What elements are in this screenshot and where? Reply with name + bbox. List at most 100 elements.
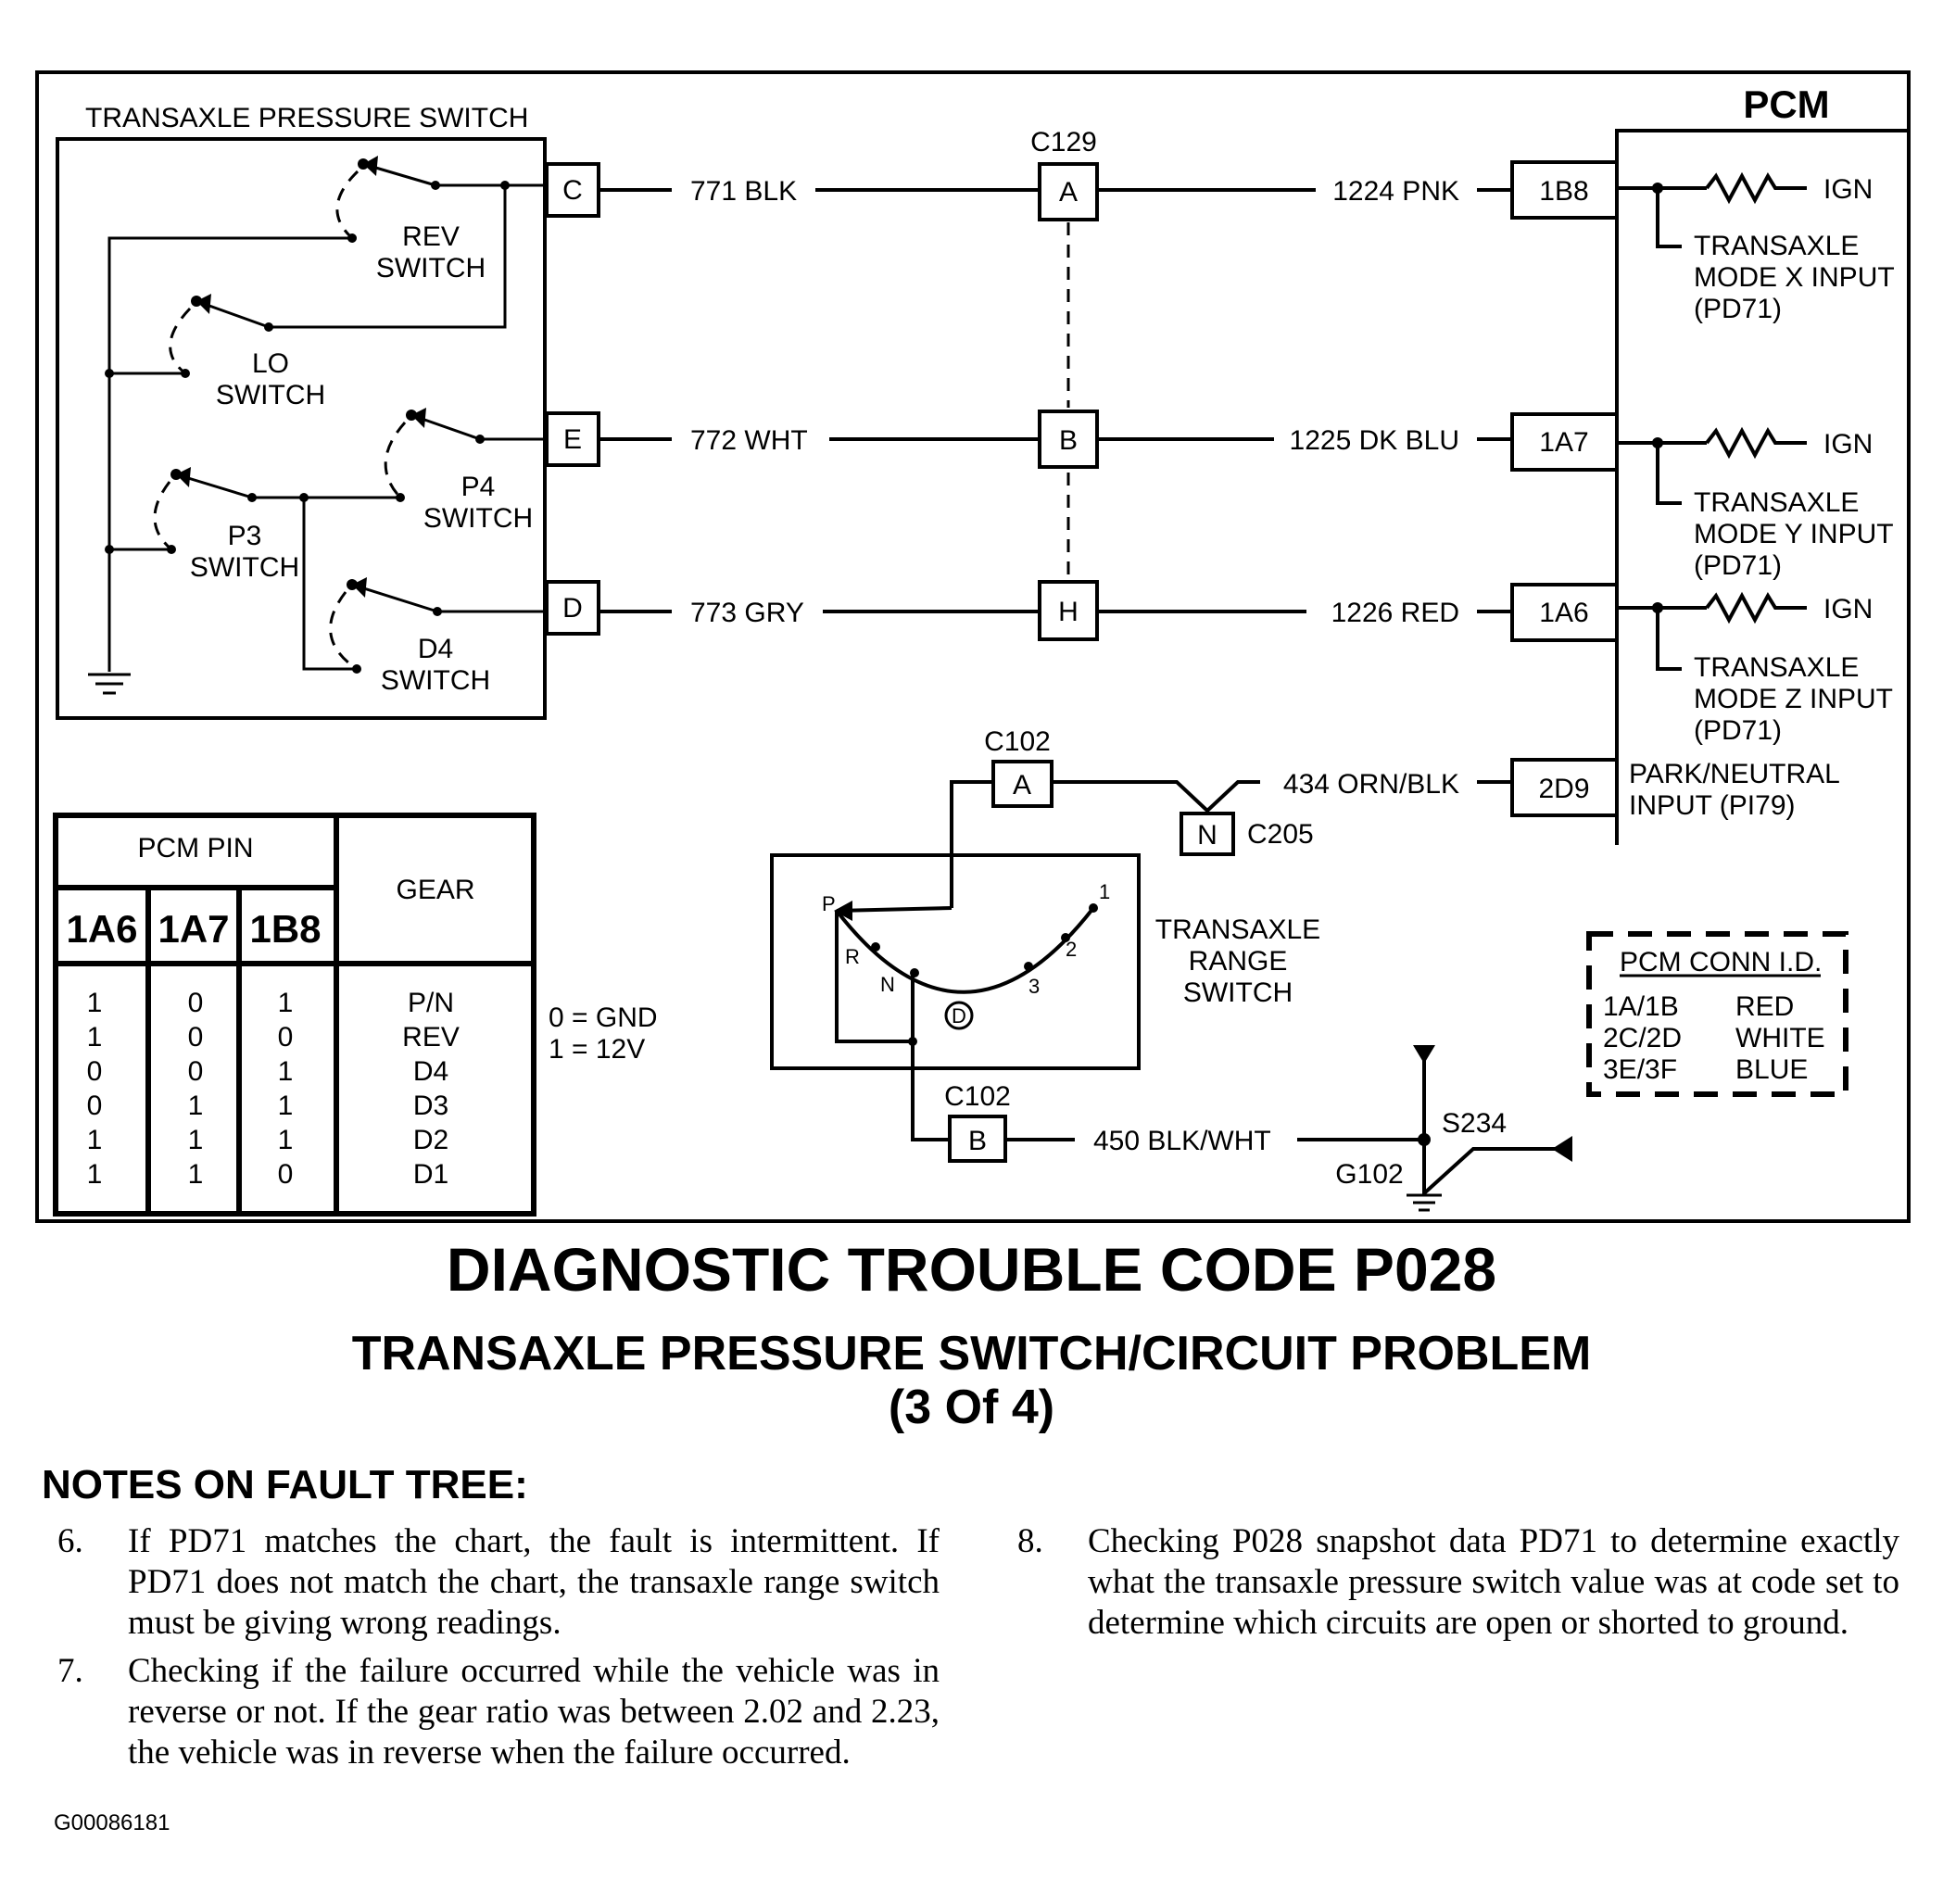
table-col-1a6: 1A6: [66, 907, 137, 951]
svg-text:D: D: [952, 1004, 966, 1028]
input-y-circuit: IGN TRANSAXLE MODE Y INPUT (PD71): [1617, 426, 1894, 581]
p4-switch: P4 SWITCH: [304, 408, 545, 534]
svg-text:D: D: [562, 593, 583, 624]
note-text: Checking if the failure occurred while t…: [128, 1652, 940, 1772]
svg-text:2D9: 2D9: [1538, 774, 1589, 804]
svg-text:C: C: [562, 175, 583, 206]
svg-text:S234: S234: [1442, 1108, 1507, 1139]
svg-text:A: A: [1013, 770, 1031, 801]
c129-pin-a: A: [1038, 162, 1099, 221]
svg-text:RANGE: RANGE: [1189, 946, 1288, 977]
pcm-pin-2d9: 2D9: [1510, 758, 1619, 817]
table-cell: 1: [87, 1159, 103, 1190]
svg-text:WHITE: WHITE: [1735, 1023, 1825, 1053]
pressure-switch-title: TRANSAXLE PRESSURE SWITCH: [85, 103, 528, 133]
table-cell: 1: [278, 1091, 294, 1121]
title-block: DIAGNOSTIC TROUBLE CODE P028 TRANSAXLE P…: [0, 1232, 1943, 1434]
table-gear-cell: D4: [413, 1056, 448, 1087]
table-gear-cell: D2: [413, 1125, 448, 1155]
table-cell: 1: [87, 1022, 103, 1053]
table-cell: 0: [87, 1091, 103, 1121]
svg-text:0 = GND: 0 = GND: [549, 1002, 658, 1033]
voltage-legend: 0 = GND 1 = 12V: [549, 1002, 658, 1065]
svg-text:1A6: 1A6: [1539, 598, 1588, 628]
table-gear-cell: REV: [402, 1022, 460, 1053]
svg-text:N: N: [880, 973, 895, 996]
svg-text:1: 1: [1099, 880, 1110, 903]
page-subtitle: TRANSAXLE PRESSURE SWITCH/CIRCUIT PROBLE…: [351, 1327, 1592, 1381]
svg-text:RED: RED: [1735, 991, 1794, 1022]
connector-c205-label: C205: [1247, 819, 1314, 850]
svg-text:E: E: [563, 424, 582, 455]
svg-text:B: B: [1059, 425, 1078, 456]
svg-text:MODE Z INPUT: MODE Z INPUT: [1694, 684, 1893, 714]
pcm-pin-1a6: 1A6: [1510, 583, 1619, 642]
wire-450-blk-wht: 450 BLK/WHT: [1093, 1126, 1271, 1156]
table-cell: 0: [188, 1056, 204, 1087]
svg-text:R: R: [845, 945, 860, 968]
note-text: Checking P028 snapshot data PD71 to dete…: [1088, 1522, 1899, 1642]
switch-pin-d: D: [545, 580, 600, 636]
svg-text:1B8: 1B8: [1539, 176, 1588, 207]
schematic: TRANSAXLE PRESSURE SWITCH C E D REV SWIT…: [35, 70, 1911, 1223]
wire-1224-pnk: 1224 PNK: [1332, 176, 1459, 207]
switch-pin-e: E: [545, 411, 600, 467]
splice-s234: S234: [1413, 1045, 1572, 1195]
table-cell: 1: [278, 988, 294, 1018]
table-header-gear: GEAR: [396, 875, 474, 905]
svg-text:INPUT (PI79): INPUT (PI79): [1629, 790, 1796, 821]
table-cell: 1: [188, 1091, 204, 1121]
svg-text:SWITCH: SWITCH: [1183, 977, 1293, 1008]
table-cell: 0: [278, 1159, 294, 1190]
range-switch-box: [770, 853, 1141, 1070]
page-subtitle-part: (3 Of 4): [888, 1381, 1055, 1434]
svg-text:LO: LO: [252, 348, 289, 379]
svg-text:BLUE: BLUE: [1735, 1054, 1808, 1085]
wire-771-blk: 771 BLK: [690, 176, 797, 207]
notes-heading: NOTES ON FAULT TREE:: [42, 1462, 528, 1507]
table-cell: 1: [278, 1125, 294, 1155]
connector-c102-bottom-label: C102: [944, 1081, 1011, 1112]
c129-pin-h: H: [1038, 580, 1099, 641]
table-cell: 1: [278, 1056, 294, 1087]
svg-text:(PD71): (PD71): [1694, 550, 1782, 581]
pcm-conn-id-box: PCM CONN I.D. 1A/1B RED 2C/2D WHITE 3E/3…: [1586, 931, 1848, 1097]
table-col-1a7: 1A7: [158, 907, 229, 951]
svg-text:MODE X INPUT: MODE X INPUT: [1694, 262, 1895, 293]
svg-text:1A7: 1A7: [1539, 427, 1588, 458]
table-cell: 1: [188, 1125, 204, 1155]
svg-text:3E/3F: 3E/3F: [1603, 1054, 1677, 1085]
range-switch-contacts: P R N D 3 2 1: [822, 880, 1110, 1046]
wire-434-orn-blk: 434 ORN/BLK: [1283, 769, 1459, 800]
svg-text:PARK/NEUTRAL: PARK/NEUTRAL: [1629, 759, 1840, 789]
page-title: DIAGNOSTIC TROUBLE CODE P028: [446, 1235, 1497, 1304]
svg-text:IGN: IGN: [1823, 594, 1873, 624]
table-cell: 0: [188, 988, 204, 1018]
svg-text:TRANSAXLE: TRANSAXLE: [1694, 231, 1859, 261]
note-number: 8.: [1017, 1522, 1043, 1560]
c129-pin-b: B: [1038, 410, 1099, 469]
svg-text:P4: P4: [461, 472, 496, 502]
pressure-switch-box: [56, 137, 547, 720]
figure-id: G00086181: [54, 1810, 170, 1835]
svg-text:SWITCH: SWITCH: [423, 503, 533, 534]
svg-text:SWITCH: SWITCH: [376, 253, 486, 284]
svg-text:TRANSAXLE: TRANSAXLE: [1155, 914, 1320, 945]
p3-switch: P3 SWITCH: [153, 467, 357, 671]
wire-1226-red: 1226 RED: [1331, 598, 1459, 628]
connector-c102-top-label: C102: [984, 726, 1051, 757]
svg-text:P: P: [822, 892, 836, 915]
wire-773-gry: 773 GRY: [690, 598, 804, 628]
table-gear-cell: D1: [413, 1159, 448, 1190]
diagram-frame: [35, 70, 1911, 1223]
c205-pin-n: N: [1180, 812, 1235, 856]
note-8: 8. Checking P028 snapshot data PD71 to d…: [1017, 1521, 1899, 1679]
table-col-1b8: 1B8: [249, 907, 321, 951]
table-header-pcm-pin: PCM PIN: [137, 833, 253, 864]
note-number: 7.: [57, 1652, 83, 1690]
svg-text:H: H: [1058, 597, 1079, 627]
rev-switch: REV SWITCH: [269, 156, 545, 329]
table-cell: 0: [188, 1022, 204, 1053]
svg-text:2C/2D: 2C/2D: [1603, 1023, 1682, 1053]
